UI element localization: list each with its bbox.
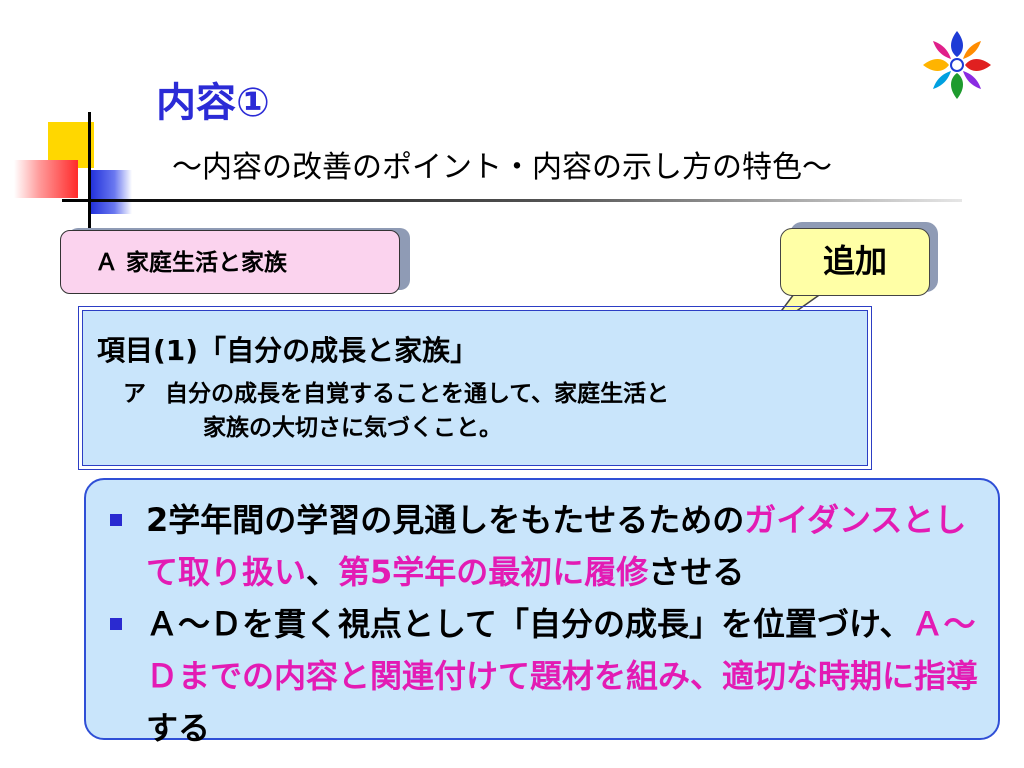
section-tag: Ａ 家庭生活と家族 [60, 230, 400, 294]
decor-vertical-line [88, 112, 91, 230]
item-desc-line1: ア自分の成長を自覚することを通して、家庭生活と [123, 377, 669, 411]
bullet2-text2: する [146, 709, 211, 747]
item-box: 項目(1)「自分の成長と家族」 ア自分の成長を自覚することを通して、家庭生活と … [78, 306, 872, 470]
item-desc-text2: 家族の大切さに気づくこと。 [203, 415, 502, 441]
item-title: 項目(1)「自分の成長と家族」 [97, 334, 479, 367]
main-points-box: 2学年間の学習の見通しをもたせるためのガイダンスとして取り扱い、第5学年の最初に… [84, 478, 1000, 747]
title-underline [62, 199, 962, 202]
bullet1-highlight1: ガイダンスとして取り扱い [146, 501, 967, 591]
item-desc-line2: 家族の大切さに気づくこと。 [123, 411, 669, 445]
item-description: ア自分の成長を自覚することを通して、家庭生活と 家族の大切さに気づくこと。 [123, 377, 669, 445]
item-desc-marker: ア [123, 381, 146, 407]
bullet1-text1: 2学年間の学習の見通しをもたせるための [146, 501, 745, 539]
bullet-item-1: 2学年間の学習の見通しをもたせるためのガイダンスとして取り扱い、第5学年の最初に… [108, 494, 988, 598]
square-bullet-icon [110, 618, 122, 630]
bullet-list: 2学年間の学習の見通しをもたせるためのガイダンスとして取り扱い、第5学年の最初に… [108, 494, 988, 754]
bullet2-highlight1: Ａ～Ｄまでの内容と関連付けて題材を組み、適切な時期に指導 [146, 605, 979, 695]
slide-title: 内容① [156, 80, 270, 126]
bullet1-highlight2: 第5学年の最初に履修 [338, 553, 649, 591]
square-bullet-icon [110, 514, 122, 526]
slide-subtitle: ～内容の改善のポイント・内容の示し方の特色～ [172, 150, 832, 185]
item-desc-text1: 自分の成長を自覚することを通して、家庭生活と [165, 381, 670, 407]
decor-red-gradient-bar [14, 160, 78, 198]
bullet1-text3: させる [648, 553, 745, 591]
decor-blue-gradient-square [88, 170, 132, 214]
bullet-item-2: Ａ～Ｄを貫く視点として「自分の成長」を位置づけ、Ａ～Ｄまでの内容と関連付けて題材… [108, 598, 988, 754]
added-callout: 追加 [780, 228, 930, 296]
bullet2-text1: Ａ～Ｄを貫く視点として「自分の成長」を位置づけ、 [146, 605, 912, 643]
decorative-school-emblem-icon [923, 31, 991, 99]
bullet1-text2: 、 [306, 553, 339, 591]
